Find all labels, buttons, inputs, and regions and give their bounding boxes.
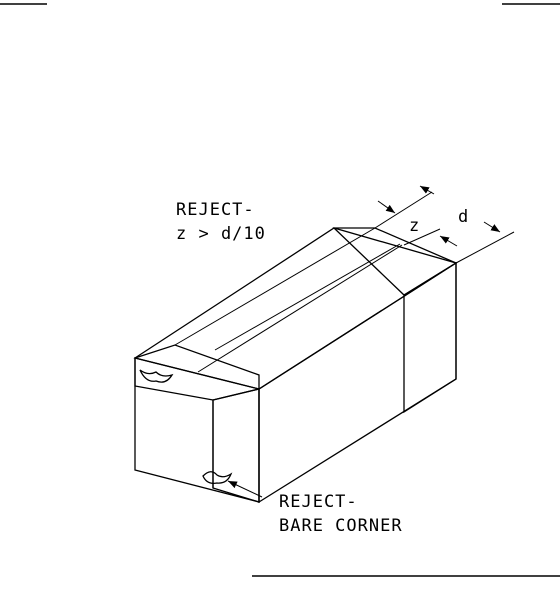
- d-extension-lower: [456, 232, 514, 263]
- top-face: [135, 228, 456, 389]
- dim-d-label: d: [458, 207, 469, 227]
- right-long-face: [259, 263, 456, 502]
- d-dimension-line-2: [420, 186, 434, 194]
- top-face-ridge-3: [215, 244, 400, 350]
- far-end-face-band: [334, 228, 456, 295]
- top-face-ridge: [175, 228, 375, 345]
- z-arrow-upper: [378, 201, 395, 213]
- reject-corner-label-line2: BARE CORNER: [279, 516, 403, 536]
- right-face-hatched-band: [404, 263, 456, 412]
- bare-corner-mark-bottom: [203, 472, 231, 484]
- dimension-callouts: [228, 186, 514, 497]
- near-end-face: [135, 358, 259, 502]
- bare-corner-mark-left: [140, 370, 172, 382]
- d-dimension-line: [484, 222, 500, 232]
- dim-z-label: z: [409, 216, 420, 236]
- d-extension-upper: [375, 192, 432, 228]
- reject-dim-label-line1: REJECT-: [176, 200, 255, 220]
- z-arrow-lower: [440, 236, 457, 246]
- timber-block: [135, 228, 456, 502]
- reject-dim-label-line2: z > d/10: [176, 224, 266, 244]
- reject-corner-label-line1: REJECT-: [279, 492, 358, 512]
